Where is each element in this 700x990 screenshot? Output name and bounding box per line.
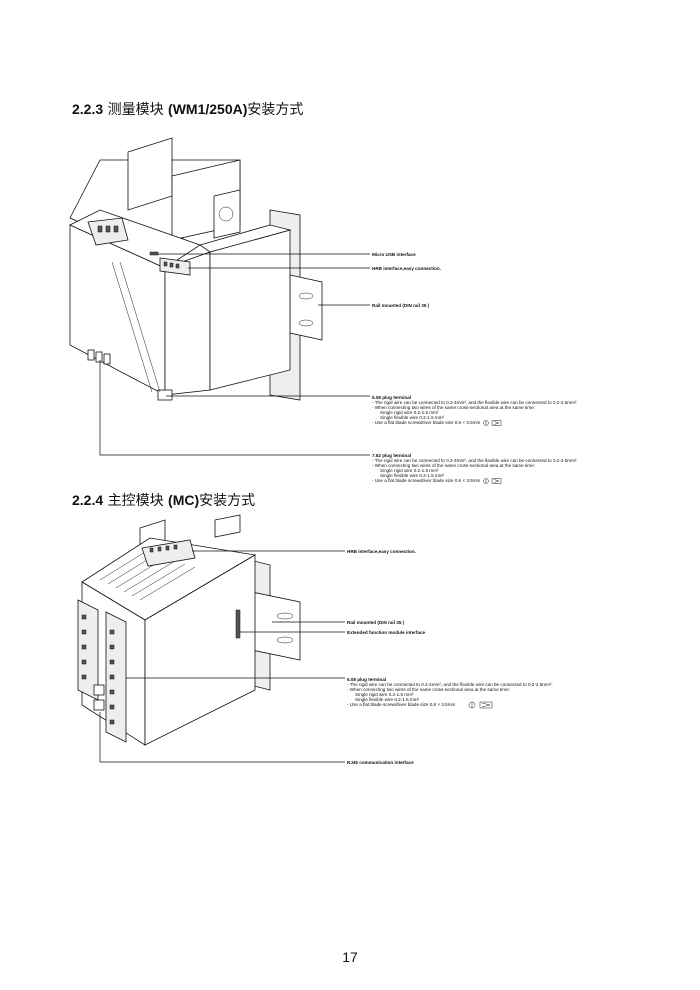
callout-hrb: HRB interface,easy connection.	[347, 549, 416, 554]
section-number: 2.2.3	[72, 101, 104, 117]
section-title: 主控模块	[107, 493, 164, 509]
svg-text:7.62 plug terminal: 7.62 plug terminal	[372, 453, 411, 458]
section-number: 2.2.4	[72, 492, 104, 508]
svg-text:- The rigid wire can be connec: - The rigid wire can be connected to 0.2…	[347, 682, 553, 687]
svg-text:Single rigid wire 0.2-1.5 mm²: Single rigid wire 0.2-1.5 mm²	[355, 692, 414, 697]
screwdriver-icon	[483, 420, 502, 426]
svg-text:- When connecting two wires of: - When connecting two wires of the same …	[347, 687, 510, 692]
svg-text:- The rigid wire can be connec: - The rigid wire can be connected to 0.2…	[372, 400, 578, 405]
svg-text:Single flexible wire 0.2-1.5 m: Single flexible wire 0.2-1.5 mm²	[380, 415, 445, 420]
svg-text:5.08 plug terminal: 5.08 plug terminal	[372, 395, 411, 400]
svg-text:Single rigid wire 0.2-1.5 mm²: Single rigid wire 0.2-1.5 mm²	[380, 410, 439, 415]
terminal-screws	[81, 614, 115, 725]
page-number: 17	[342, 949, 358, 965]
section-model-code: (WM1/250A)	[168, 101, 248, 117]
callout-plug-762: 7.62 plug terminal - The rigid wire can …	[372, 453, 578, 484]
svg-text:- When connecting two wires of: - When connecting two wires of the same …	[372, 405, 535, 410]
section-heading-measurement-module: 2.2.3 测量模块 (WM1/250A)安装方式	[72, 99, 303, 119]
callout-plug-508: 5.08 plug terminal - The rigid wire can …	[347, 677, 553, 709]
callout-hrb: HRB interface,easy connection.	[372, 266, 441, 271]
section-heading-main-control-module: 2.2.4 主控模块 (MC)安装方式	[72, 490, 255, 510]
callout-plug-508: 5.08 plug terminal - The rigid wire can …	[372, 395, 578, 426]
section-suffix: 安装方式	[247, 102, 304, 118]
svg-text:5.08 plug terminal: 5.08 plug terminal	[347, 677, 386, 682]
callout-extension-interface: Extended function module interface	[347, 630, 426, 635]
svg-text:Single rigid wire 0.2-1.5 mm²: Single rigid wire 0.2-1.5 mm²	[380, 468, 439, 473]
svg-text:- Use a flat blade screwdriver: - Use a flat blade screwdriver blade siz…	[372, 420, 481, 425]
callout-rail: Rail mounted (DIN rail 35 )	[347, 620, 405, 625]
section-suffix: 安装方式	[199, 493, 256, 509]
svg-text:Single flexible wire 0.2-1.5 m: Single flexible wire 0.2-1.5 mm²	[380, 473, 445, 478]
svg-text:Single flexible wire 0.2-1.5 m: Single flexible wire 0.2-1.5 mm²	[355, 697, 420, 702]
callout-rail: Rail mounted (DIN rail 35 )	[372, 303, 430, 308]
screwdriver-icon	[468, 701, 493, 709]
section-title: 测量模块	[107, 102, 164, 118]
callout-usb: Micro USB interface	[372, 252, 416, 257]
svg-text:- The rigid wire can be connec: - The rigid wire can be connected to 0.2…	[372, 458, 578, 463]
section-model-code: (MC)	[168, 492, 200, 508]
measurement-module-drawing	[69, 137, 370, 456]
screwdriver-icon	[483, 478, 502, 484]
svg-text:- Use a flat blade screwdriver: - Use a flat blade screwdriver blade siz…	[372, 478, 481, 483]
svg-text:- When connecting two wires of: - When connecting two wires of the same …	[372, 463, 535, 468]
svg-text:- Use a flat blade screwdriver: - Use a flat blade screwdriver blade siz…	[347, 702, 456, 707]
main-control-module-drawing	[77, 514, 345, 763]
callout-rj45: RJ45 communication interface	[347, 760, 414, 765]
